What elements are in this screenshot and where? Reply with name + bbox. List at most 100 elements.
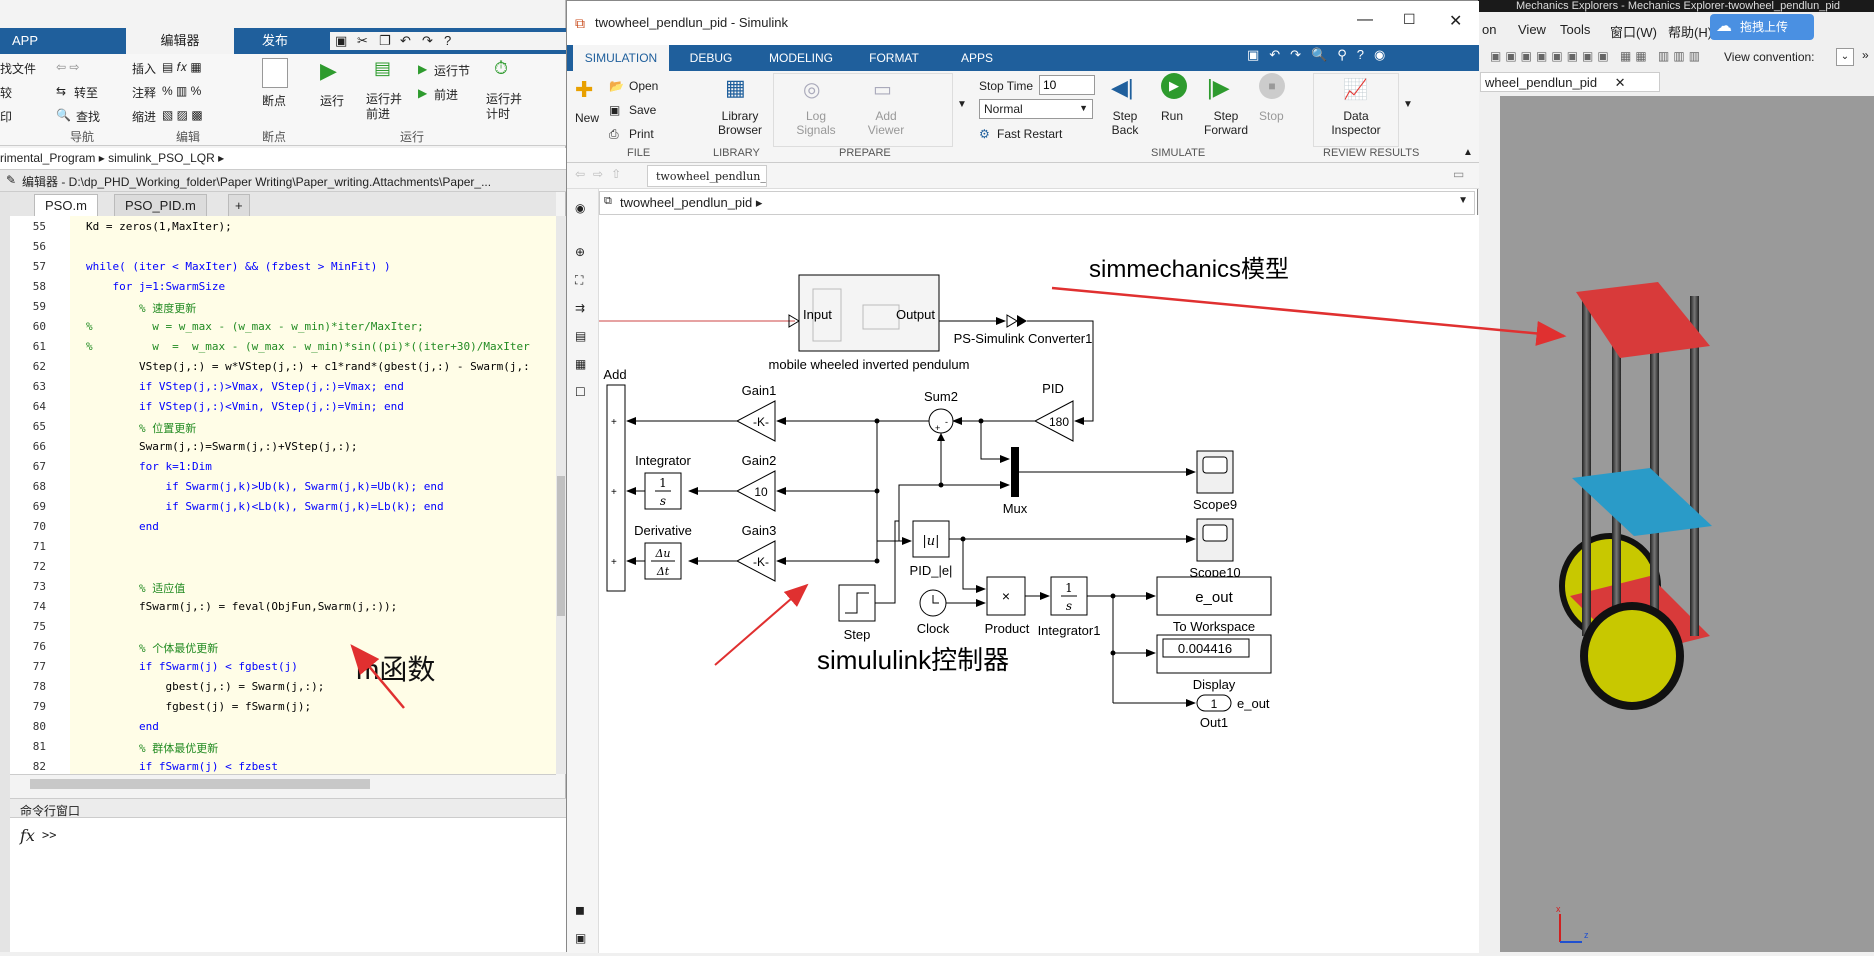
code-line[interactable]: while( (iter < MaxIter) && (fzbest > Min…	[86, 260, 391, 273]
run-advance-button[interactable]: 运行并前进	[366, 92, 403, 121]
menu-window[interactable]: 窗口(W)	[1610, 25, 1657, 40]
cut-icon[interactable]: ✂	[357, 33, 368, 48]
add-block[interactable]	[606, 384, 626, 592]
menu-help[interactable]: 帮助(H)	[1668, 25, 1713, 40]
print-button[interactable]: Print	[629, 127, 654, 141]
view-icons[interactable]: ▣▣▣▣▣▣▣▣ ▦▦ ▥▥▥	[1490, 49, 1705, 63]
browser-tab[interactable]: Mechanics Explorers - Mechanics Explorer…	[1516, 0, 1841, 12]
tab-debug[interactable]: DEBUG	[689, 51, 733, 65]
code-line[interactable]: % 速度更新	[86, 302, 197, 315]
area-icon[interactable]: ☐	[575, 385, 586, 399]
code-line[interactable]: for j=1:SwarmSize	[86, 280, 226, 293]
insert-icons[interactable]: ▤ 𝑓𝑥 ▦	[162, 60, 202, 74]
code-line[interactable]: if fSwarm(j) < fzbest	[86, 760, 279, 773]
chevron-right-icon[interactable]: »	[1862, 48, 1869, 62]
stop-button[interactable]: Stop	[1259, 109, 1284, 123]
run-time-icon[interactable]: ⏱	[494, 58, 509, 78]
sim-mode-select[interactable]: Normal ▼	[979, 99, 1093, 119]
file-tab-pso[interactable]: PSO.m	[34, 194, 98, 216]
mux-block[interactable]	[1011, 447, 1019, 497]
horizontal-scrollbar[interactable]	[10, 774, 556, 792]
pid-gain-block[interactable]	[1033, 400, 1074, 442]
tab-apps[interactable]: APPS	[960, 51, 993, 65]
breakpoint-icon[interactable]	[262, 58, 288, 88]
menu-tools[interactable]: Tools	[1560, 22, 1591, 37]
stop-icon[interactable]: ■	[1259, 73, 1285, 99]
code-line[interactable]: fgbest(j) = fSwarm(j);	[86, 700, 312, 713]
code-line[interactable]: % w = w_max - (w_max - w_min)*sin((pi)*(…	[86, 340, 530, 353]
stop-time-input[interactable]	[1039, 75, 1095, 95]
code-line[interactable]: % w = w_max - (w_max - w_min)*iter/MaxIt…	[86, 320, 424, 333]
step-back-button[interactable]: Step Back	[1111, 109, 1139, 137]
run-time-button[interactable]: 运行并计时	[486, 92, 523, 121]
fit-view-icon[interactable]: ⛶	[575, 273, 584, 287]
code-line[interactable]: if fSwarm(j) < fgbest(j)	[86, 660, 298, 673]
gain3-block[interactable]	[735, 540, 776, 582]
abs-block[interactable]	[912, 520, 950, 558]
undo-icon[interactable]: ↶	[400, 33, 411, 48]
code-line[interactable]: if VStep(j,:)<Vmin, VStep(j,:)=Vmin; end	[86, 400, 404, 413]
breadcrumb-model[interactable]: twowheel_pendlun_pid	[620, 195, 753, 210]
run-section-button[interactable]: 运行节	[434, 64, 471, 78]
tab-publish[interactable]: 发布	[261, 33, 288, 48]
run-button[interactable]: 运行	[320, 94, 345, 108]
comment-button[interactable]: 注释	[132, 86, 157, 100]
model-tab[interactable]: twowheel_pendlun_pid	[647, 165, 767, 187]
tab-editor[interactable]: 编辑器	[126, 28, 234, 54]
tab-format[interactable]: FORMAT	[869, 51, 919, 65]
subsystem-block[interactable]	[798, 274, 940, 352]
ps-converter-block[interactable]	[1017, 315, 1027, 327]
model-canvas[interactable]: Input Output mobile wheeled inverted pen…	[599, 215, 1479, 953]
add-viewer-icon[interactable]: ▭	[873, 79, 892, 101]
advance-icon[interactable]: ▶	[418, 86, 428, 100]
minimize-icon[interactable]: —	[1357, 11, 1373, 28]
print-button[interactable]: 印	[0, 110, 13, 124]
image-icon[interactable]: ▦	[575, 357, 587, 371]
step-forward-button[interactable]: Step Forward	[1203, 109, 1248, 137]
close-icon[interactable]: ✕	[1614, 75, 1626, 90]
code-line[interactable]: fSwarm(j,:) = feval(ObjFun,Swarm(j,:));	[86, 600, 398, 613]
code-line[interactable]: Swarm(j,:)=Swarm(j,:)+VStep(j,:);	[86, 440, 358, 453]
save-button[interactable]: Save	[629, 103, 657, 117]
menu-item[interactable]: on	[1482, 22, 1497, 37]
out1-block[interactable]	[1196, 694, 1232, 712]
explorer-tab[interactable]: wheel_pendlun_pid ✕	[1480, 72, 1660, 92]
close-icon[interactable]: ✕	[1449, 13, 1463, 30]
new-tab-button[interactable]: +	[228, 194, 250, 216]
copy-icon[interactable]: ❐	[379, 33, 391, 48]
gain1-block[interactable]	[735, 400, 776, 442]
code-line[interactable]: Kd = zeros(1,MaxIter);	[86, 220, 232, 233]
code-line[interactable]: VStep(j,:) = w*VStep(j,:) + c1*rand*(gbe…	[86, 360, 530, 373]
tab-simulation[interactable]: SIMULATION	[573, 45, 669, 71]
insert-button[interactable]: 插入	[132, 62, 157, 76]
run-section-icon[interactable]: ▶	[418, 62, 428, 76]
panel-icon[interactable]: ▭	[1453, 167, 1465, 181]
comment-icons[interactable]: % ▥ %	[162, 84, 202, 98]
print-icon[interactable]: ⎙	[609, 127, 619, 141]
quick-access-icons[interactable]: ▣↶↷🔍⚲?◉	[1247, 47, 1396, 62]
command-window[interactable]: fx >>	[10, 818, 566, 952]
tab-modeling[interactable]: MODELING	[768, 51, 833, 65]
file-tab-pso-pid[interactable]: PSO_PID.m	[114, 194, 207, 216]
compare-button[interactable]: 较	[0, 86, 13, 100]
breakpoint-button[interactable]: 断点	[262, 94, 287, 108]
code-line[interactable]: end	[86, 720, 159, 733]
chevron-down-icon[interactable]: ▼	[957, 99, 967, 110]
library-icon[interactable]: ▦	[725, 75, 746, 100]
hide-icon[interactable]: ◉	[575, 201, 586, 215]
run-icon[interactable]: ▶	[320, 58, 337, 83]
to-workspace-block[interactable]	[1156, 576, 1272, 616]
save-icon[interactable]: ▣	[335, 33, 348, 48]
indent-icons[interactable]: ▧ ▨ ▩	[162, 108, 203, 122]
code-line[interactable]: % 适应值	[86, 582, 186, 595]
run-icon[interactable]: ▶	[1161, 73, 1187, 99]
fast-restart-button[interactable]: Fast Restart	[997, 127, 1063, 141]
maximize-icon[interactable]: ☐	[1403, 11, 1416, 27]
data-inspector-button[interactable]: Data Inspector	[1331, 109, 1381, 137]
find-file-button[interactable]: 找文件	[0, 62, 37, 76]
scrollbar-thumb[interactable]	[30, 779, 370, 789]
add-viewer-button[interactable]: Add Viewer	[867, 109, 905, 137]
code-line[interactable]: if Swarm(j,k)<Lb(k), Swarm(j,k)=Lb(k); e…	[86, 500, 444, 513]
3d-view[interactable]: x z	[1500, 96, 1874, 952]
new-button[interactable]: New	[575, 111, 600, 125]
